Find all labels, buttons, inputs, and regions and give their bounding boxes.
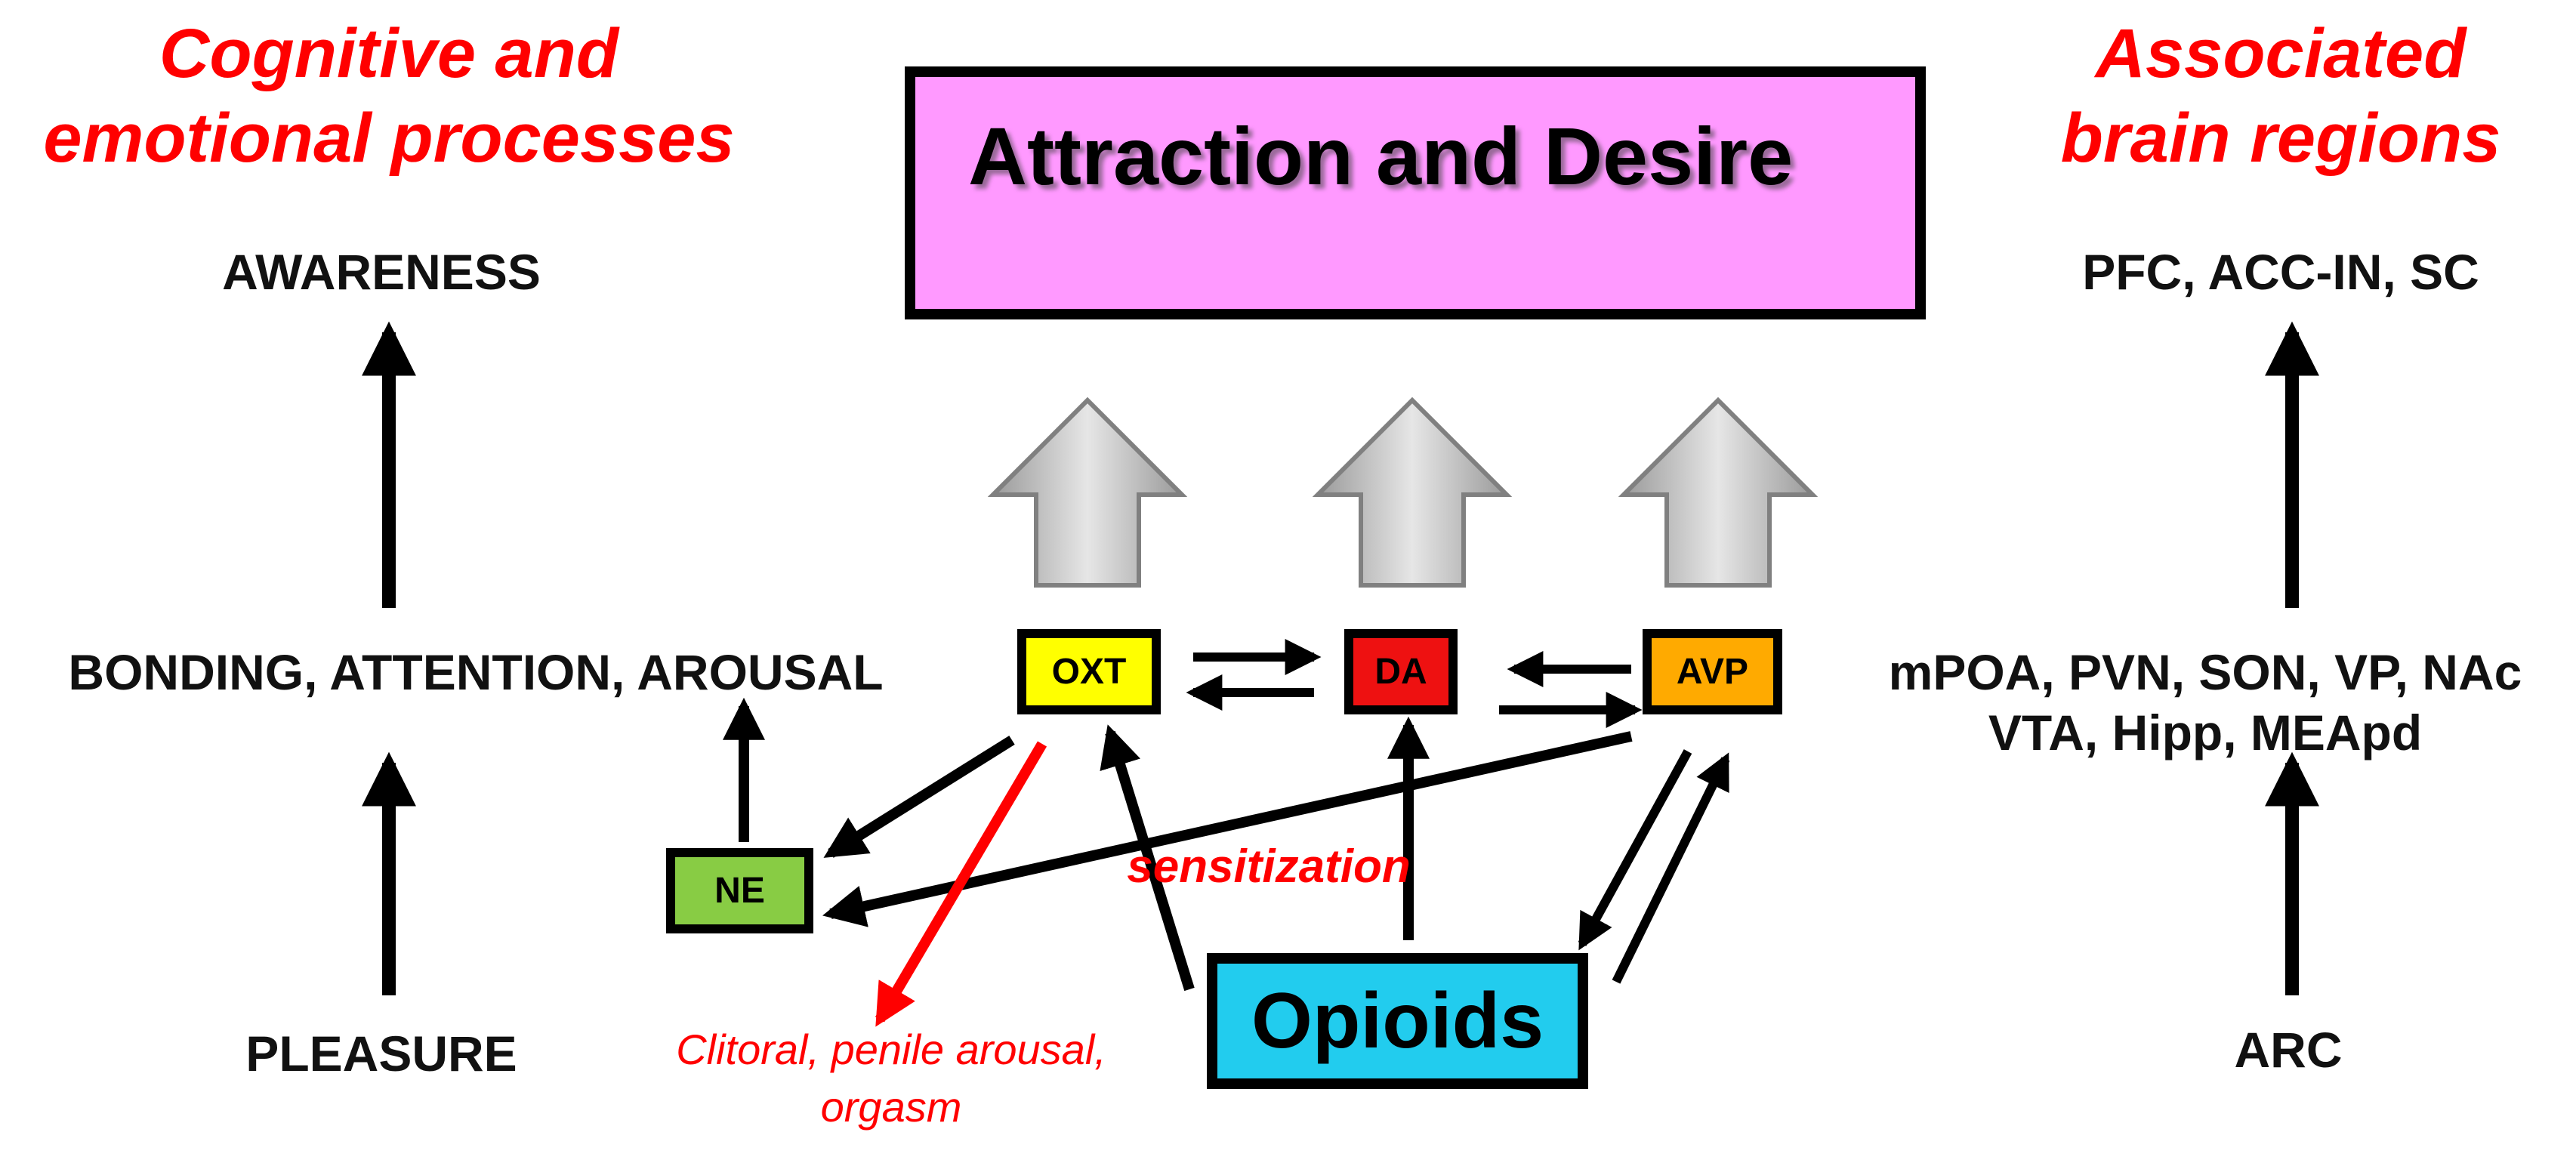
da-label: DA	[1374, 652, 1427, 692]
left-heading-line2: emotional processes	[43, 100, 735, 177]
ne-node: NE	[666, 848, 813, 933]
clitoral-arousal-line2: orgasm	[820, 1083, 962, 1131]
left-heading: Cognitive and emotional processes	[0, 11, 778, 180]
right-heading: Associated brain regions	[1986, 11, 2575, 180]
pleasure-label: PLEASURE	[245, 1026, 517, 1081]
oxt-to-arousal-red-arrow	[875, 741, 1047, 1027]
left-heading-line1: Cognitive and	[159, 15, 619, 92]
gray-up-arrow-da	[1312, 396, 1513, 588]
bonding-attention-arousal-label: BONDING, ATTENTION, AROUSAL	[68, 644, 884, 700]
awareness-label: AWARENESS	[222, 244, 541, 300]
oxt-to-ne-arrow	[823, 736, 1015, 858]
attraction-desire-label: Attraction and Desire	[968, 110, 1794, 202]
oxt-node: OXT	[1017, 629, 1161, 714]
opioids-label: Opioids	[1251, 976, 1544, 1065]
avp-label: AVP	[1676, 652, 1749, 692]
gray-up-arrow-oxt	[987, 396, 1188, 588]
opioids-to-avp-arrow	[1612, 752, 1730, 984]
ne-label: NE	[714, 871, 765, 911]
brain-regions-line1: mPOA, PVN, SON, VP, NAc	[1888, 644, 2522, 700]
avp-to-opioids-arrow	[1578, 749, 1692, 951]
brain-regions-line2: VTA, Hipp, MEApd	[1988, 705, 2423, 760]
clitoral-arousal-note: Clitoral, penile arousal, orgasm	[627, 1021, 1155, 1136]
attraction-desire-box: Attraction and Desire	[905, 66, 1926, 319]
da-node: DA	[1344, 629, 1458, 714]
opioids-node: Opioids	[1207, 953, 1588, 1089]
pfc-acc-sc-label: PFC, ACC-IN, SC	[2082, 244, 2479, 300]
sensitization-label: sensitization	[1127, 841, 1411, 893]
avp-node: AVP	[1643, 629, 1782, 714]
clitoral-arousal-line1: Clitoral, penile arousal,	[676, 1026, 1106, 1073]
brain-regions-label: mPOA, PVN, SON, VP, NAc VTA, Hipp, MEApd	[1843, 642, 2568, 763]
oxt-label: OXT	[1051, 652, 1127, 692]
gray-up-arrow-avp	[1618, 396, 1819, 588]
right-heading-line2: brain regions	[2060, 100, 2501, 177]
right-heading-line1: Associated	[2095, 15, 2466, 92]
arc-label: ARC	[2234, 1022, 2343, 1078]
opioids-to-oxt-arrow	[1100, 724, 1195, 992]
